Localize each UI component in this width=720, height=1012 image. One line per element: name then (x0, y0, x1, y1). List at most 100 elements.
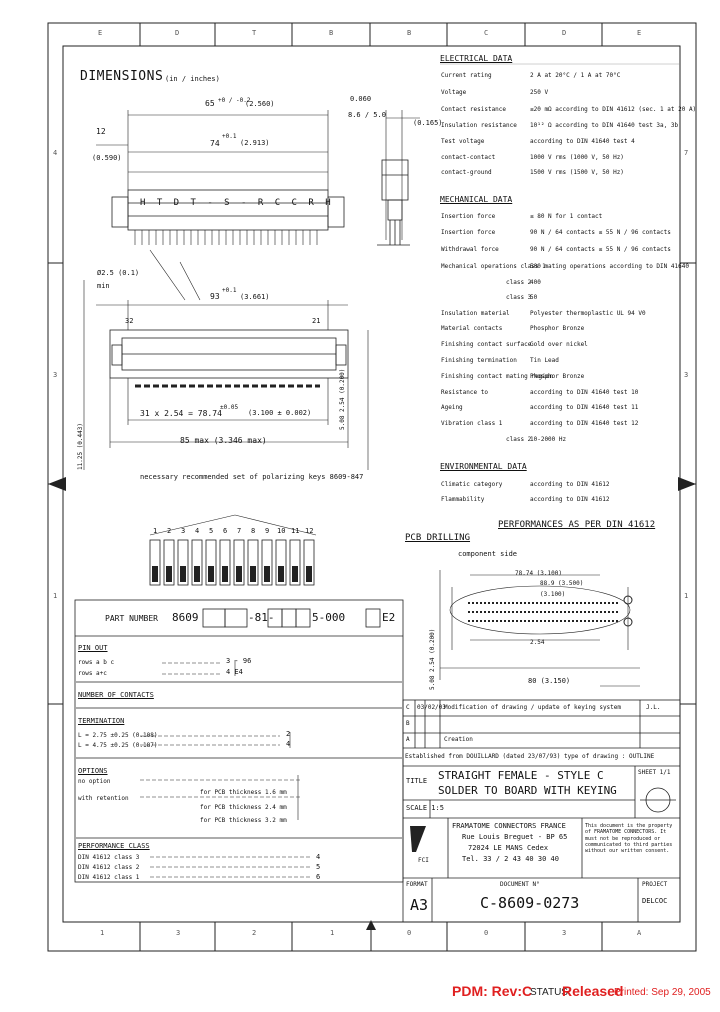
grid-right-2: 3 (684, 371, 689, 379)
option-label: for PCB thickness 2.4 mm (200, 804, 287, 811)
mechanical-label: Finishing contact mating region (441, 373, 553, 380)
dim-min: min (97, 282, 110, 290)
mechanical-value: 90 N / 64 contacts ≤ 55 N / 96 contacts (530, 246, 671, 253)
pcb-dim-a: 78.74 (3.100) (515, 570, 562, 577)
side-dims: 5.08 2.54 (0.200) (339, 368, 346, 430)
electrical-value: 1500 V rms (1500 V, 50 Hz) (530, 169, 624, 176)
dimensions-units: (in / inches) (165, 75, 220, 83)
grid-left-1: 4 (53, 149, 58, 157)
electrical-value: 1000 V rms (1000 V, 50 Hz) (530, 154, 624, 161)
grid-top-4: B (329, 29, 334, 37)
dim-ldc2: 8.6 / 5.0 (348, 111, 386, 119)
dim-65: 65 (205, 99, 215, 108)
dim-93-in: (3.661) (240, 293, 270, 301)
mechanical-label: Insertion force (441, 213, 496, 220)
replace-row: Established from DOUILLARD (dated 23/07/… (405, 753, 655, 760)
mechanical-value: Polyester thermoplastic UL 94 V0 (530, 310, 646, 317)
grid-left-2: 3 (53, 371, 58, 379)
term-row-code: 2 (286, 730, 291, 738)
option-label: no option (78, 778, 111, 785)
performance-title: PERFORMANCES AS PER DIN 41612 (498, 520, 656, 530)
company-name: FRAMATOME CONNECTORS FRANCE (452, 822, 566, 830)
pin-row-label: rows a b c (78, 659, 115, 666)
electrical-label: Insulation resistance (441, 122, 517, 129)
electrical-label: contact-contact (441, 154, 496, 161)
key-number: 6 (223, 527, 228, 535)
grid-bottom-1: 1 (100, 929, 105, 937)
electrical-value: 10¹² Ω according to DIN 41640 test 3a, 3… (530, 122, 679, 129)
pcb-bottom-dim: 80 (3.150) (528, 677, 571, 685)
key-number: 12 (305, 527, 314, 535)
mechanical-value: Phosphor Bronze (530, 373, 585, 380)
mechanical-label: class 3 (506, 294, 532, 301)
rev-letter: B (406, 720, 410, 727)
pcb-dim-c: (3.100) (540, 591, 566, 598)
pitch-tol: ±0.05 (220, 404, 239, 411)
dim-93: 93 (210, 292, 220, 301)
grid-top-8: E (637, 29, 642, 37)
term-row-label: L = 4.75 ±0.25 (0.187) (78, 742, 158, 749)
company-address-2: 72024 LE MANS Cedex (468, 844, 549, 852)
grid-top-1: E (98, 29, 103, 37)
status-label: STATUS: (530, 987, 571, 998)
pcb-dim-d: 2.54 (530, 639, 545, 646)
confidential-notice: This document is the property of FRAMATO… (585, 823, 673, 854)
key-number: 10 (277, 527, 286, 535)
key-number: 3 (181, 527, 186, 535)
mechanical-label: Withdrawal force (441, 246, 499, 253)
perf-code: 6 (316, 873, 321, 881)
mechanical-value: Gold over nickel (530, 341, 588, 348)
dim-74: 74 (210, 139, 220, 148)
dim-74-in: (2.913) (240, 139, 270, 147)
environmental-label: Climatic category (441, 481, 503, 488)
grid-top-3: T (252, 29, 257, 37)
fci-logo-text: FCI (418, 857, 429, 864)
pin-row-code: 4 E4 (226, 668, 243, 676)
dimensions-title: DIMENSIONS (80, 69, 164, 84)
rev-letter: C (406, 704, 410, 711)
electrical-label: contact-ground (441, 169, 492, 176)
mechanical-label: Resistance to (441, 389, 488, 396)
status-value: Released (562, 983, 624, 999)
electrical-label: Current rating (441, 72, 492, 79)
grid-left-3: 1 (53, 592, 58, 600)
key-number: 1 (153, 527, 158, 535)
document-label: DOCUMENT N° (500, 881, 540, 888)
perf-code: 5 (316, 863, 321, 871)
title-label: TITLE (406, 777, 428, 785)
environmental-heading: ENVIRONMENTAL DATA (440, 462, 527, 471)
mechanical-label: Ageing (441, 404, 463, 411)
dim-right-1: (0.165) (413, 119, 443, 127)
grid-top-2: D (175, 29, 180, 37)
mechanical-label: Finishing contact surface (441, 341, 532, 348)
term-row-label: L = 2.75 ±0.25 (0.108) (78, 732, 158, 739)
option-label: for PCB thickness 3.2 mm (200, 817, 287, 824)
mechanical-value: Phosphor Bronze (530, 325, 585, 332)
pin-a-label: 32 (125, 317, 134, 325)
grid-bottom-2: 3 (176, 929, 181, 937)
mechanical-label: Mechanical operations class 1 (441, 263, 546, 270)
key-number: 11 (291, 527, 300, 535)
pdm-revision: PDM: Rev:C (452, 983, 533, 999)
project-value: DELCOC (642, 897, 668, 905)
mechanical-value: Tin Lead (530, 357, 559, 364)
perf-heading: PERFORMANCE CLASS (78, 842, 150, 850)
mechanical-value: 400 (530, 279, 541, 286)
document-number: C-8609-0273 (480, 894, 580, 912)
mechanical-value: 10-2000 Hz (530, 436, 567, 443)
key-number: 5 (209, 527, 214, 535)
mechanical-label: Vibration class 1 (441, 420, 503, 427)
mechanical-label: Finishing termination (441, 357, 517, 364)
grid-bottom-3: 2 (252, 929, 257, 937)
rev-text: Modification of drawing / update of keyi… (444, 704, 622, 711)
mechanical-value: 90 N / 64 contacts ≤ 55 N / 96 contacts (530, 229, 671, 236)
mechanical-label: Insulation material (441, 310, 510, 317)
perf-label: DIN 41612 class 2 (78, 864, 140, 871)
mechanical-value: 500 mating operations according to DIN 4… (530, 263, 689, 270)
electrical-label: Contact resistance (441, 106, 507, 113)
grid-top-5: B (407, 29, 412, 37)
scale: SCALE 1:5 (406, 804, 444, 812)
printed-date: Printed: Sep 29, 2005 (614, 987, 711, 998)
grid-top-6: C (484, 29, 489, 37)
